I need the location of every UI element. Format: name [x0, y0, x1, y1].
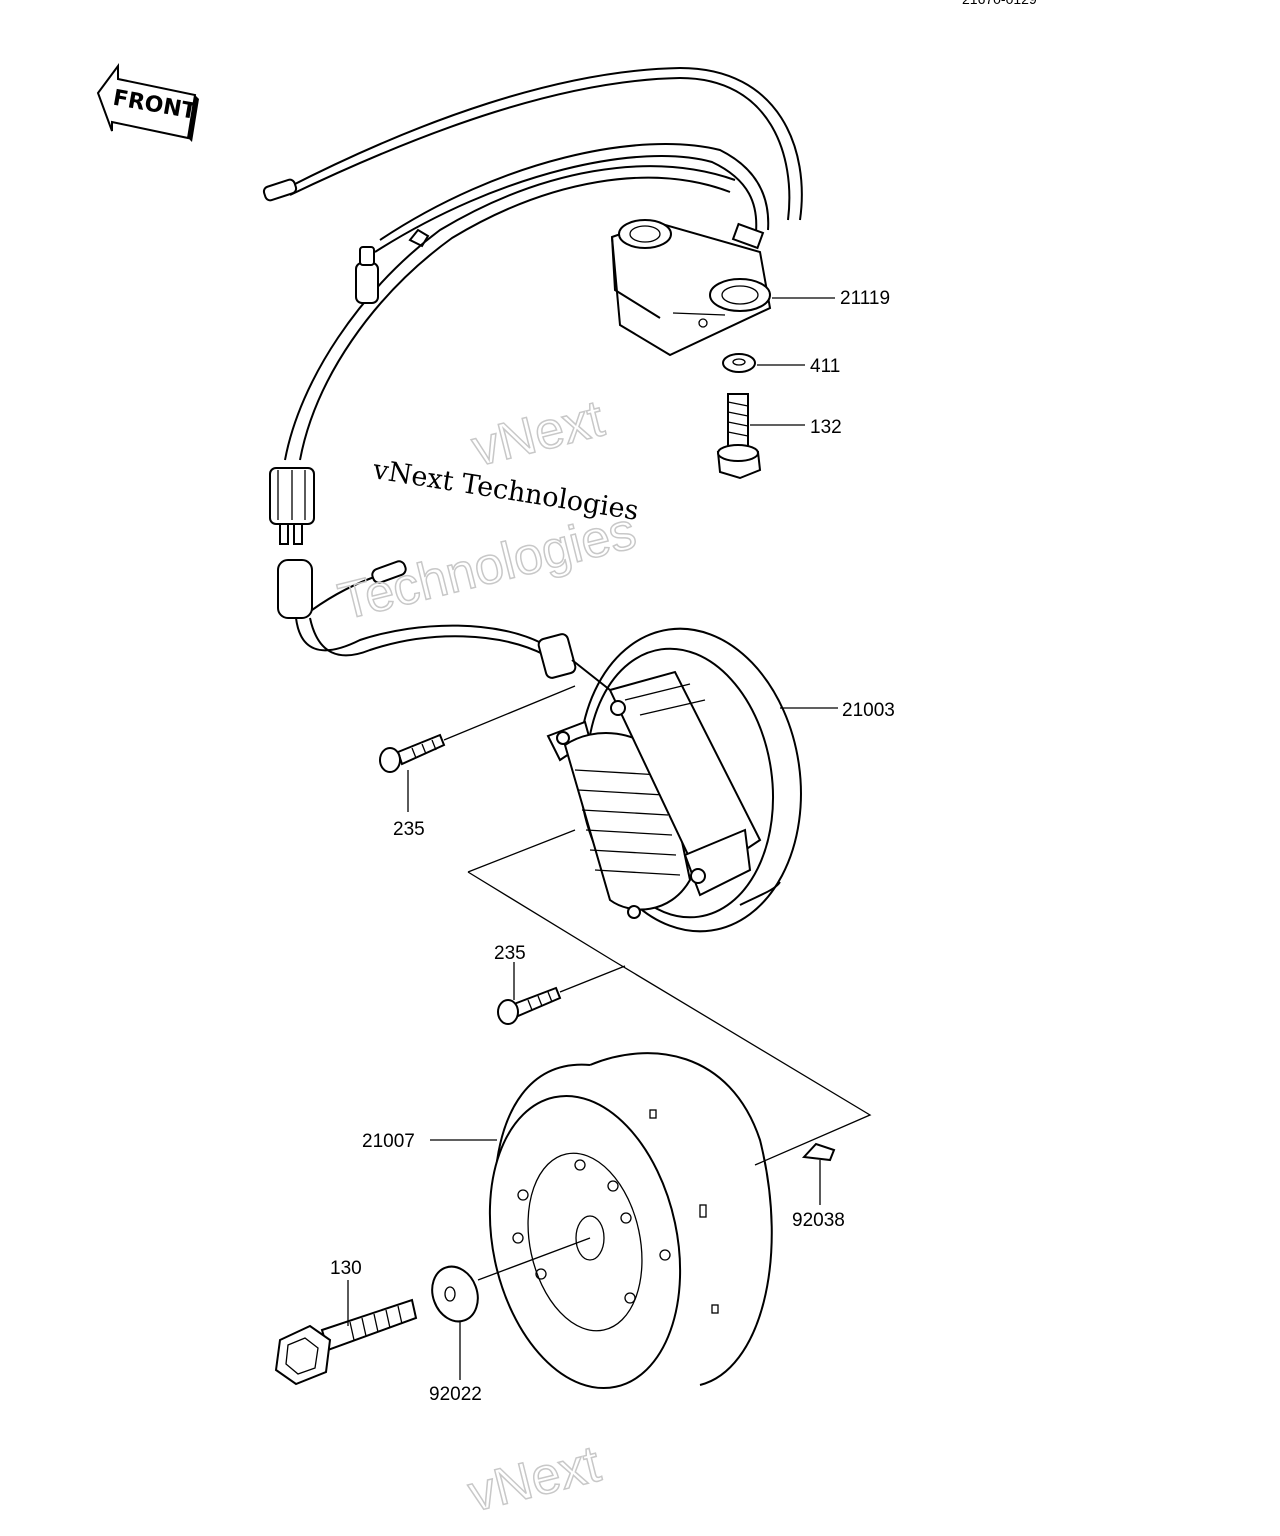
- callout-21119: 21119: [840, 288, 890, 309]
- flywheel: [488, 1052, 773, 1390]
- bolt-132: [716, 393, 762, 480]
- woodruff-key-92038: [801, 1142, 836, 1162]
- leader-lines: [347, 297, 838, 1380]
- wiring-harness: [262, 66, 803, 691]
- callout-235-upper: 235: [393, 819, 425, 840]
- part-callouts: 21119 411 132 21003 235 235 21007 92038 …: [330, 288, 895, 1405]
- callout-130: 130: [330, 1258, 362, 1279]
- watermark-bottom: vNext: [463, 1435, 607, 1524]
- front-arrow-icon: FRONT: [96, 62, 199, 142]
- flywheel-bolt-130: [274, 1298, 418, 1386]
- watermark-brand: vNext: [466, 389, 610, 478]
- header-code: 21670-0129: [962, 0, 1037, 7]
- cdi-unit: [610, 219, 772, 357]
- alignment-lines: [467, 829, 872, 1166]
- callout-92038: 92038: [792, 1210, 845, 1231]
- stator-assembly: [546, 627, 802, 933]
- callout-411: 411: [810, 356, 840, 377]
- callout-235-lower: 235: [494, 943, 526, 964]
- screw-235-upper: [379, 685, 576, 773]
- callout-92022: 92022: [429, 1384, 482, 1405]
- washer-411: [722, 353, 756, 373]
- screw-235-lower: [497, 965, 626, 1025]
- flywheel-washer-92022: [431, 1237, 591, 1323]
- callout-132: 132: [810, 417, 842, 438]
- watermark-sub: Technologies: [333, 502, 642, 632]
- callout-21007: 21007: [362, 1131, 415, 1152]
- callout-21003: 21003: [842, 700, 895, 721]
